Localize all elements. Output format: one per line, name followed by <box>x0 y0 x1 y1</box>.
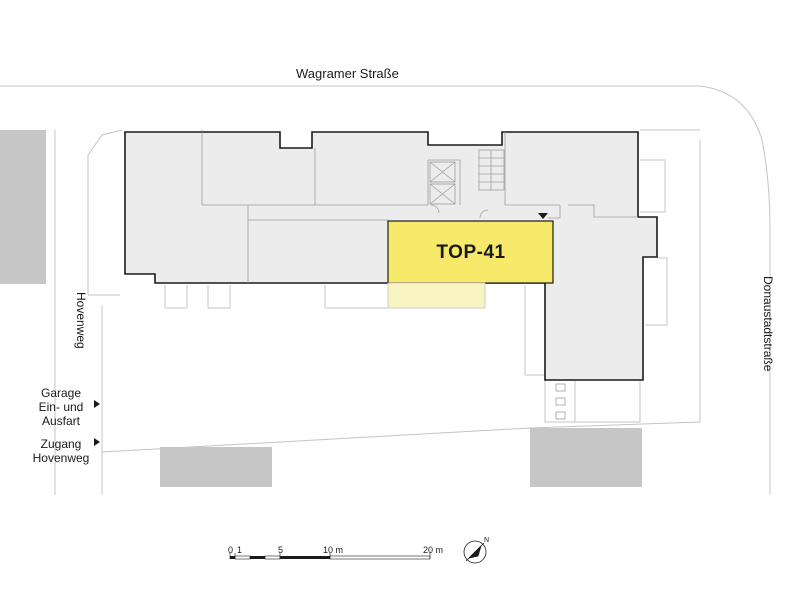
neighbor-buildings <box>0 130 642 487</box>
neighbor-building-left <box>0 130 46 284</box>
interior-walls <box>201 132 638 283</box>
zugang-arrow-icon <box>94 438 100 446</box>
scale-tick-1: 1 <box>237 545 243 555</box>
unit-top-41-balcony <box>387 282 486 309</box>
door-arcs <box>430 204 489 219</box>
staircase <box>478 149 505 191</box>
scale-tick-0: 0 <box>228 545 234 555</box>
street-label-donaustadt: Donaustadtstraße <box>761 276 775 372</box>
elevator-shafts <box>429 161 456 205</box>
garage-entrance-label: Garage Ein- und Ausfart <box>38 386 84 428</box>
street-label-wagramer: Wagramer Straße <box>296 66 399 81</box>
scale-tick-5: 5 <box>278 545 284 555</box>
garage-arrow-icon <box>94 400 100 408</box>
north-arrow-icon: N <box>463 537 489 564</box>
zugang-entrance-label: Zugang Hovenweg <box>32 437 90 465</box>
scale-tick-10: 10 m <box>323 545 344 555</box>
scale-tick-20: 20 m <box>423 545 444 555</box>
bike-racks <box>555 383 566 420</box>
street-label-hovenweg: Hovenweg <box>74 292 88 349</box>
unit-top-41[interactable] <box>387 220 554 284</box>
svg-text:N: N <box>484 537 489 544</box>
neighbor-building-bottom-left <box>160 447 272 487</box>
scale-bar <box>229 552 431 560</box>
neighbor-building-bottom-right <box>530 428 642 487</box>
entry-marker-icon <box>538 213 548 219</box>
unit-label[interactable]: TOP-41 <box>436 242 506 263</box>
